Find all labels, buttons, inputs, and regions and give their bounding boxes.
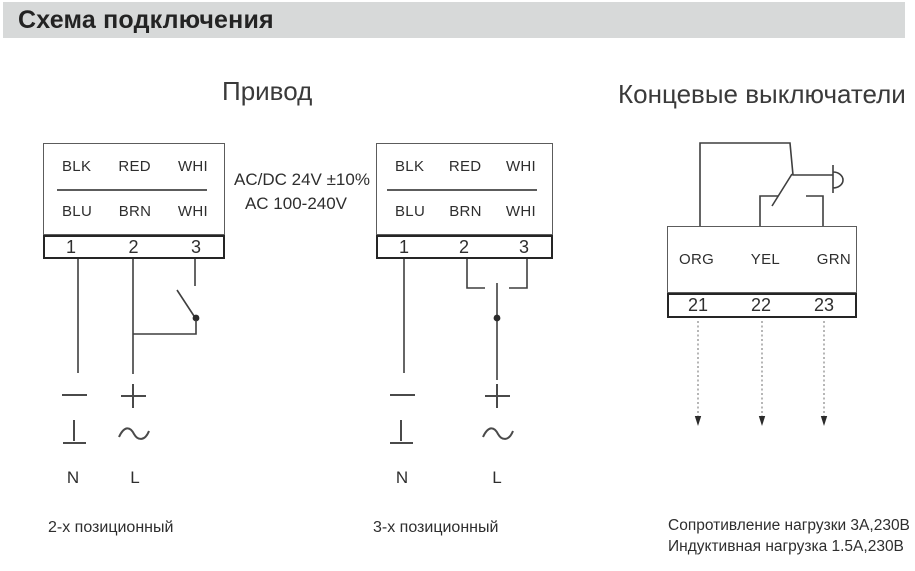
- neutral-label: N: [395, 468, 409, 487]
- yel-contact: [759, 195, 778, 226]
- arrowhead-icon: [694, 416, 702, 426]
- wire-label-row-top: BLK RED WHI: [377, 158, 552, 175]
- terminal-block-limit-switches: ORG YEL GRN 21 22 23: [667, 226, 857, 318]
- switch-blade: [176, 289, 195, 317]
- terminal-block-body: BLK RED WHI BLU BRN WHI: [43, 143, 225, 235]
- page-title: Схема подключения: [18, 5, 274, 34]
- limit-switch-mechanism: [699, 142, 844, 226]
- wire-label: RED: [448, 158, 482, 175]
- plus-symbol: [485, 384, 510, 408]
- wire-label-row-bottom: BLU BRN WHI: [44, 203, 224, 220]
- terminal-block-3pos: BLK RED WHI BLU BRN WHI 1 2 3: [376, 143, 553, 259]
- terminal-number: 1: [399, 236, 410, 257]
- load-rating-line1: Сопротивление нагрузки 3А,230В: [668, 517, 910, 534]
- header-bar: Схема подключения: [3, 2, 905, 38]
- terminal-strip: 1 2 3: [43, 235, 225, 259]
- power-rating-line2: AC 100-240V: [244, 194, 348, 213]
- wire-label: BLK: [395, 158, 425, 175]
- ac-tilde-symbol: [482, 427, 514, 440]
- terminal-number: 3: [190, 236, 201, 257]
- wire-label: GRN: [816, 251, 851, 268]
- ground-symbol: [63, 420, 86, 444]
- divider: [57, 189, 207, 191]
- actuator-roller-icon: [832, 165, 844, 193]
- wire-label: BLU: [62, 203, 93, 220]
- wire-label: WHI: [505, 203, 536, 220]
- load-rating-line2: Индуктивная нагрузка 1.5А,230В: [668, 538, 904, 555]
- wire-label-row-top: BLK RED WHI: [44, 158, 224, 175]
- terminal-block-body: BLK RED WHI BLU BRN WHI: [376, 143, 553, 235]
- divider: [387, 189, 537, 191]
- terminal-number: 21: [688, 295, 709, 315]
- wire-label: WHI: [177, 158, 208, 175]
- switch-blade: [771, 173, 793, 207]
- terminal-number: 2: [128, 236, 139, 257]
- line-label: L: [492, 468, 502, 487]
- terminal-number: 2: [458, 236, 469, 257]
- wire-label-row-bottom: BLU BRN WHI: [377, 203, 552, 220]
- section-title-limit-switches: Концевые выключатели: [618, 79, 906, 109]
- two-position-wiring: [62, 259, 200, 444]
- wire-label: BRN: [449, 203, 482, 220]
- line-label: L: [130, 468, 140, 487]
- arrowhead-icon: [820, 416, 828, 426]
- terminal-number: 1: [66, 236, 77, 257]
- terminal-number: 3: [518, 236, 529, 257]
- limit-switch-arrows: [694, 321, 828, 426]
- section-title-actuator: Привод: [222, 76, 313, 106]
- ac-tilde-symbol: [118, 427, 150, 440]
- arrowhead-icon: [758, 416, 766, 426]
- terminal-block-2pos: BLK RED WHI BLU BRN WHI 1 2 3: [43, 143, 225, 259]
- plus-symbol: [121, 384, 146, 408]
- common-riser: [699, 142, 833, 226]
- wire-label: BLK: [62, 158, 92, 175]
- power-rating-note: AC/DC 24V ±10% AC 100-240V: [234, 168, 370, 216]
- terminal-number: 23: [813, 295, 834, 315]
- wire-label: WHI: [505, 158, 536, 175]
- terminal-strip: 21 22 23: [667, 293, 857, 318]
- terminal-strip: 1 2 3: [376, 235, 553, 259]
- wire-label: ORG: [679, 251, 715, 268]
- caption-3-position: 3-х позиционный: [373, 519, 499, 536]
- switch-link-wire: [133, 320, 197, 335]
- terminal-block-body: ORG YEL GRN: [667, 226, 857, 293]
- wire-label: WHI: [177, 203, 208, 220]
- neutral-label: N: [66, 468, 80, 487]
- wire-label: YEL: [750, 251, 781, 268]
- power-rating-line1: AC/DC 24V ±10%: [234, 170, 370, 189]
- load-rating-note: Сопротивление нагрузки 3А,230В Индуктивн…: [668, 515, 910, 557]
- junction-dot: [192, 314, 200, 322]
- wire-terminal3-contact: [509, 259, 528, 289]
- wire-label: BRN: [118, 203, 152, 220]
- three-position-wiring: [390, 259, 528, 444]
- terminal-number: 22: [750, 295, 772, 315]
- caption-2-position: 2-х позиционный: [48, 519, 174, 536]
- wire-terminal2-contact: [466, 259, 485, 289]
- wire-label: RED: [118, 158, 151, 175]
- ground-symbol: [390, 420, 413, 444]
- wire-label-row: ORG YEL GRN: [668, 251, 856, 268]
- grn-contact: [806, 195, 824, 226]
- wire-label: BLU: [395, 203, 426, 220]
- junction-dot: [493, 314, 501, 322]
